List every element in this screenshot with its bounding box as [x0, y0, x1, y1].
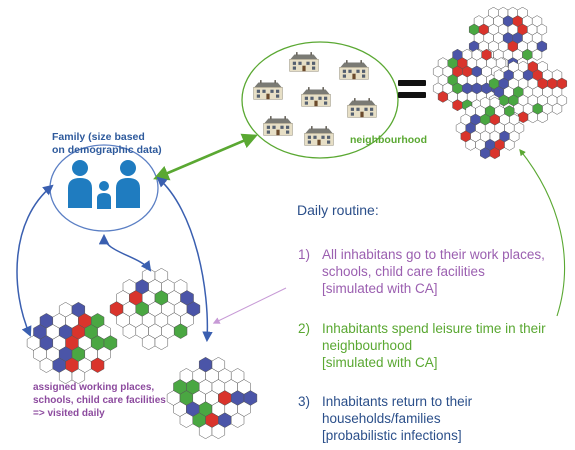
arrow-step2-to-city: [519, 148, 566, 317]
grid-cell: [551, 102, 563, 115]
assigned-places-label: assigned working places, schools, child …: [33, 382, 166, 419]
neighbourhood-circle: [241, 41, 399, 159]
neighbourhood-label: neighbourhood: [350, 134, 427, 146]
grid-cell: [71, 368, 86, 384]
house-icons: [253, 52, 377, 146]
grid-cell: [489, 147, 500, 160]
routine-title: Daily routine:: [297, 202, 379, 218]
workplace-grid-middle: [109, 268, 201, 350]
family-label: Family (size based on demographic data): [52, 131, 162, 156]
step-number: 3): [298, 394, 311, 409]
arrow-family-left-grid: [16, 184, 54, 337]
workplace-grid-left: [26, 302, 118, 384]
grid-cell: [531, 48, 543, 61]
workplace-grid-bottom: [166, 357, 258, 439]
arrow-family-bottom-grid: [156, 176, 213, 343]
step-text: All inhabitans go to their work places, …: [322, 247, 545, 296]
arrow-routine-to-grids: [212, 287, 287, 324]
grid-cell: [90, 357, 105, 373]
city-grid: [432, 6, 568, 160]
equals-sign: [398, 78, 426, 102]
step-number: 2): [298, 321, 311, 336]
grid-cell: [504, 138, 515, 151]
grid-cell: [537, 111, 548, 124]
step-number: 1): [298, 247, 311, 262]
arrow-family-middle-grid: [98, 233, 152, 272]
grid-cell: [211, 423, 226, 439]
arrow-family-neighbourhood: [153, 133, 258, 181]
step-text: Inhabitants spend leisure time in their …: [322, 321, 546, 370]
step-text: Inhabitants return to their households/f…: [322, 394, 473, 443]
grid-cell: [230, 412, 245, 428]
family-icon: [68, 160, 140, 209]
